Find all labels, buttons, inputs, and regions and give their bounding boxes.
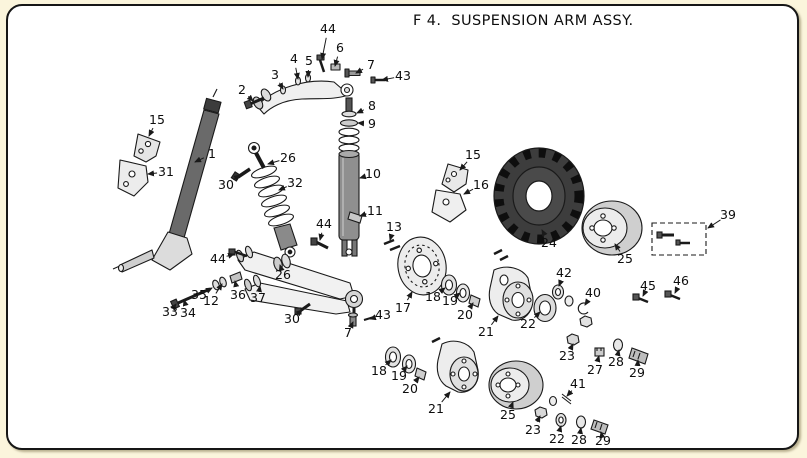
part-number-2: 2	[238, 81, 246, 97]
rear-hub-assembly-illustration	[384, 336, 479, 393]
lower-suspension-arm-illustration	[235, 245, 364, 320]
part-number-30: 30	[218, 176, 234, 192]
part-number-42: 42	[556, 264, 572, 280]
part-number-7: 7	[367, 56, 375, 72]
part-number-26: 26	[280, 149, 296, 165]
part-number-1: 1	[208, 145, 216, 161]
front-shock-absorber-illustration	[310, 97, 363, 257]
part-number-20: 20	[402, 380, 418, 396]
part-number-21: 21	[478, 323, 494, 339]
part-number-12: 12	[203, 292, 219, 308]
front-wheel-rim-illustration	[581, 200, 643, 256]
part-number-41: 41	[570, 375, 586, 391]
diagram-title: F 4. SUSPENSION ARM ASSY.	[413, 13, 634, 29]
part-number-30: 30	[284, 310, 300, 326]
part-number-16: 16	[473, 176, 489, 192]
part-number-44: 44	[210, 250, 226, 266]
part-number-45: 45	[640, 277, 656, 293]
part-number-28: 28	[571, 431, 587, 447]
right-knuckle-bracket-illustration	[431, 163, 469, 223]
part-number-36: 36	[230, 286, 246, 302]
optional-parts-box	[651, 222, 707, 256]
brake-disc-illustration	[383, 236, 447, 296]
part-number-7: 7	[344, 324, 352, 340]
part-number-6: 6	[336, 39, 344, 55]
part-number-13: 13	[386, 218, 402, 234]
part-number-19: 19	[442, 292, 458, 308]
part-number-35: 35	[191, 286, 207, 302]
upper-suspension-arm-illustration	[243, 54, 385, 115]
part-number-43: 43	[375, 306, 391, 322]
part-number-29: 29	[595, 432, 611, 448]
part-number-27: 27	[587, 361, 603, 377]
part-number-28: 28	[608, 353, 624, 369]
part-number-39: 39	[720, 206, 736, 222]
part-number-19: 19	[391, 367, 407, 383]
part-number-26: 26	[275, 266, 291, 282]
tire-illustration	[493, 147, 585, 245]
part-number-17: 17	[395, 299, 411, 315]
part-number-34: 34	[180, 304, 196, 320]
part-number-44: 44	[320, 20, 336, 36]
part-number-46: 46	[673, 272, 689, 288]
part-number-24: 24	[541, 234, 557, 250]
part-number-9: 9	[368, 115, 376, 131]
part-number-3: 3	[271, 66, 279, 82]
part-number-4: 4	[290, 50, 298, 66]
part-number-21: 21	[428, 400, 444, 416]
part-number-29: 29	[629, 364, 645, 380]
part-number-15: 15	[149, 111, 165, 127]
part-number-11: 11	[367, 202, 383, 218]
part-number-44: 44	[316, 215, 332, 231]
part-number-5: 5	[305, 52, 313, 68]
part-number-18: 18	[371, 362, 387, 378]
part-number-40: 40	[585, 284, 601, 300]
part-number-10: 10	[365, 165, 381, 181]
part-number-15: 15	[465, 146, 481, 162]
exploded-view-illustration	[112, 54, 707, 435]
part-number-22: 22	[549, 430, 565, 446]
part-number-20: 20	[457, 306, 473, 322]
rear-wheel-rim-illustration	[488, 360, 544, 410]
part-number-33: 33	[162, 303, 178, 319]
part-number-8: 8	[368, 97, 376, 113]
part-number-22: 22	[520, 315, 536, 331]
steering-knuckle-illustration	[488, 266, 557, 323]
part-number-32: 32	[287, 174, 303, 190]
part-number-37: 37	[250, 289, 266, 305]
part-number-25: 25	[617, 250, 633, 266]
part-number-23: 23	[559, 347, 575, 363]
part-number-23: 23	[525, 421, 541, 437]
brake-caliper-brackets-illustration	[117, 133, 161, 197]
part-number-43: 43	[395, 67, 411, 83]
front-strut-illustration	[112, 88, 222, 273]
rear-axle-hardware-illustration	[534, 393, 609, 435]
part-number-31: 31	[158, 163, 174, 179]
part-number-25: 25	[500, 406, 516, 422]
part-number-18: 18	[425, 288, 441, 304]
rear-shock-spring-illustration	[230, 141, 298, 258]
